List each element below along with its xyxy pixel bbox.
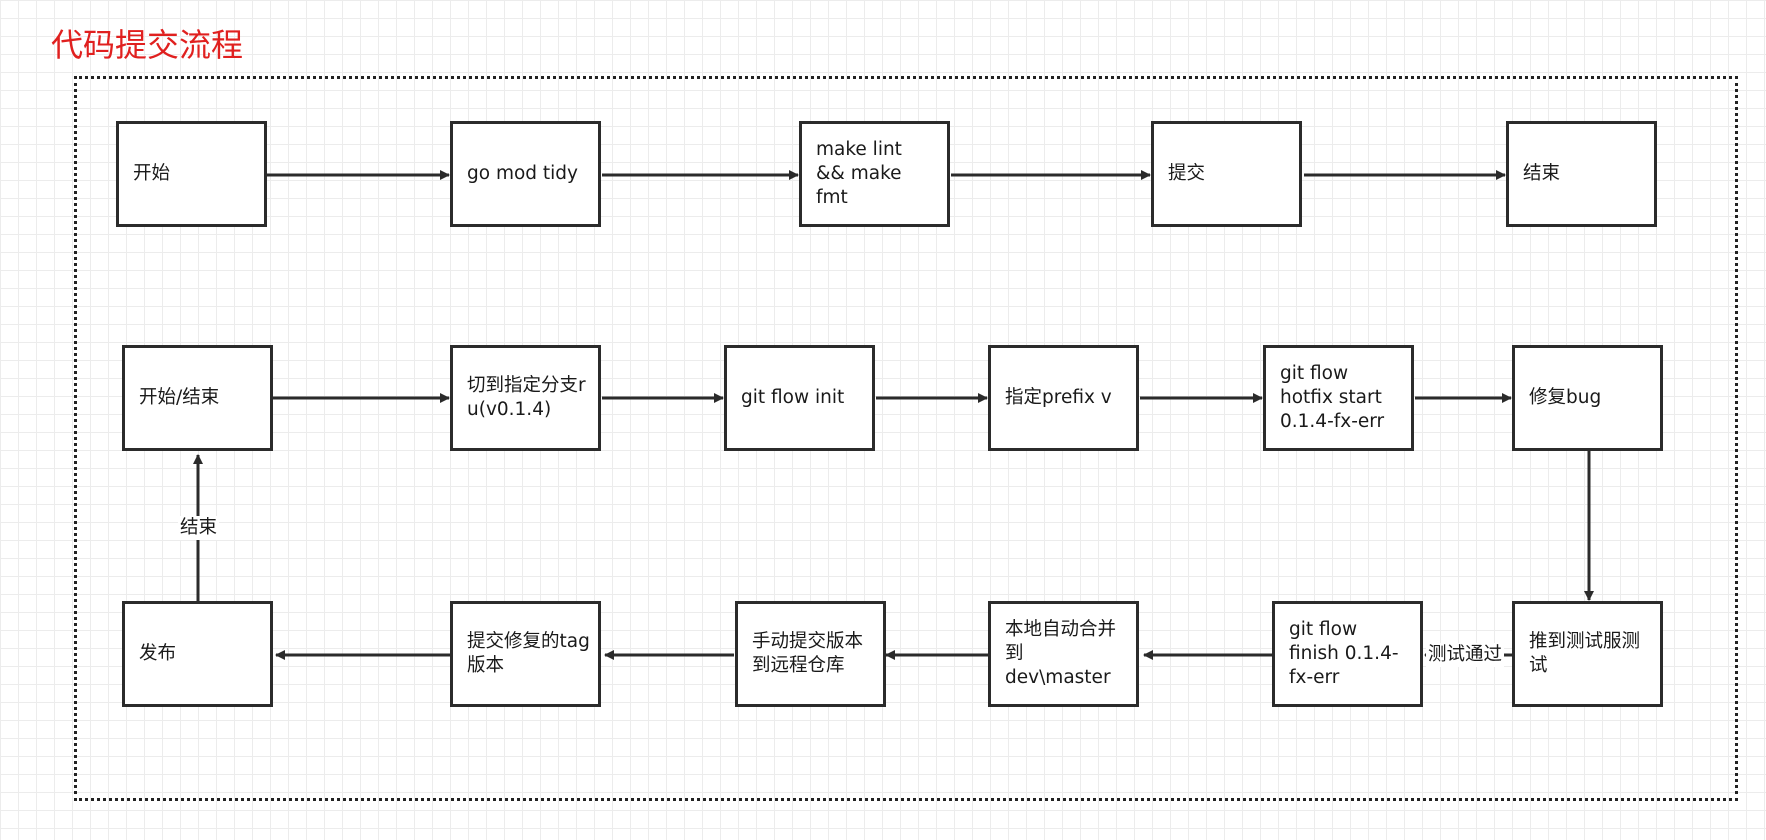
node-set-prefix: 指定prefix v [988, 345, 1139, 451]
node-go-mod-tidy: go mod tidy [450, 121, 601, 227]
node-set-prefix-label: 指定prefix v [1005, 387, 1112, 408]
node-fix-bug: 修复bug [1512, 345, 1663, 451]
node-hotfix-start-label: git flow hotfix start 0.1.4-fx-err [1280, 363, 1385, 432]
node-make-lint-fmt: make lint && make fmt [799, 121, 950, 227]
node-go-mod-tidy-label: go mod tidy [467, 163, 578, 184]
node-commit-tag: 提交修复的tag版本 [450, 601, 601, 707]
node-release-label: 发布 [139, 643, 177, 664]
node-checkout-branch: 切到指定分支ru(v0.1.4) [450, 345, 601, 451]
flow-group-frame [74, 76, 1738, 801]
node-start: 开始 [116, 121, 267, 227]
node-commit-label: 提交 [1168, 163, 1206, 184]
node-push-test: 推到测试服测试 [1512, 601, 1663, 707]
node-git-flow-init: git flow init [724, 345, 875, 451]
node-hotfix-finish: git flow finish 0.1.4- fx-err [1272, 601, 1423, 707]
node-commit-tag-label: 提交修复的tag版本 [467, 631, 590, 676]
node-auto-merge: 本地自动合并 到 dev\master [988, 601, 1139, 707]
node-release: 发布 [122, 601, 273, 707]
node-make-lint-fmt-label: make lint && make fmt [816, 139, 902, 208]
node-commit: 提交 [1151, 121, 1302, 227]
node-hotfix-start: git flow hotfix start 0.1.4-fx-err [1263, 345, 1414, 451]
node-end-label: 结束 [1523, 163, 1561, 184]
node-git-flow-init-label: git flow init [741, 387, 845, 408]
node-auto-merge-label: 本地自动合并 到 dev\master [1005, 619, 1117, 688]
diagram-title: 代码提交流程 [51, 26, 244, 64]
node-start-end-label: 开始/结束 [139, 387, 220, 408]
node-push-test-label: 推到测试服测试 [1529, 631, 1641, 676]
node-start-end: 开始/结束 [122, 345, 273, 451]
node-hotfix-finish-label: git flow finish 0.1.4- fx-err [1289, 619, 1399, 688]
node-start-label: 开始 [133, 163, 171, 184]
edge-label-test-passed: 测试通过 [1426, 643, 1505, 667]
node-fix-bug-label: 修复bug [1529, 387, 1602, 408]
node-manual-push: 手动提交版本到远程仓库 [735, 601, 886, 707]
node-manual-push-label: 手动提交版本到远程仓库 [752, 631, 864, 676]
node-end: 结束 [1506, 121, 1657, 227]
edge-label-end: 结束 [178, 516, 220, 540]
node-checkout-branch-label: 切到指定分支ru(v0.1.4) [467, 375, 586, 420]
